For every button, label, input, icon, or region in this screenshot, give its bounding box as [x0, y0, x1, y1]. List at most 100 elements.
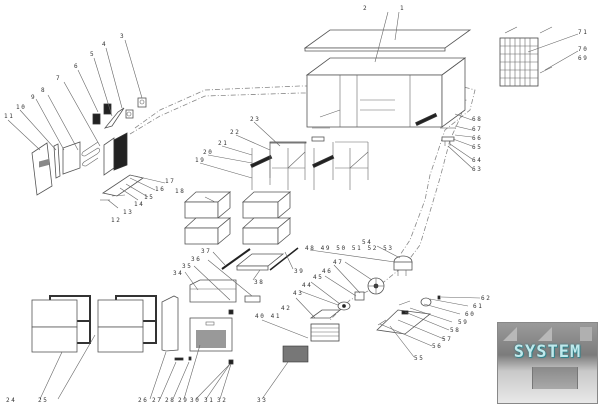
label-54: 54: [362, 239, 372, 246]
label-48-53: 48 49 50 51 52 53: [305, 245, 394, 252]
system-logo: SYSTEM: [497, 322, 598, 404]
label-45: 45: [313, 274, 323, 281]
label-67: 67: [472, 126, 482, 133]
basket: [183, 217, 232, 245]
basket: [241, 191, 292, 219]
label-66: 66: [472, 135, 482, 142]
label-4: 4: [102, 41, 107, 48]
label-21: 21: [218, 140, 228, 147]
label-25: 25: [38, 397, 48, 404]
basket: [183, 191, 232, 219]
logo-text: SYSTEM: [513, 342, 582, 362]
part-5-shroud: [103, 107, 125, 129]
label-62: 62: [481, 295, 491, 302]
label-18: 18: [175, 188, 185, 195]
label-69: 69: [578, 55, 588, 62]
label-59: 59: [458, 319, 468, 326]
label-31: 31: [204, 397, 214, 404]
label-46: 46: [322, 268, 332, 275]
part-8-heater: [81, 141, 101, 167]
label-16: 16: [155, 186, 165, 193]
label-43: 43: [293, 290, 303, 297]
label-23: 23: [250, 116, 260, 123]
part-18-drawer-baskets: [183, 191, 292, 245]
label-64: 64: [472, 157, 482, 164]
label-30: 30: [190, 397, 200, 404]
label-10: 10: [16, 104, 26, 111]
part-19-23-drawer-frames: [250, 127, 456, 190]
part-63-68-fittings: [311, 136, 455, 146]
label-61: 61: [473, 303, 483, 310]
part-34-35-cover: [189, 279, 237, 303]
part-38-tray: [235, 253, 285, 271]
part-3-fan-guard: [137, 97, 147, 108]
label-12: 12: [111, 217, 121, 224]
basket: [241, 217, 292, 245]
part-12-17-drip-tray: [100, 174, 144, 201]
part-1-top-lid: [303, 29, 472, 52]
label-3: 3: [120, 33, 125, 40]
part-46-fan-motor: [354, 291, 365, 301]
part-44-fan: [337, 301, 351, 311]
part-10-panel: [53, 143, 61, 179]
label-71: 71: [578, 29, 588, 36]
label-13: 13: [123, 209, 133, 216]
label-34: 34: [173, 270, 183, 277]
logo-triangle-shape: [538, 327, 552, 341]
label-29: 29: [178, 397, 188, 404]
label-11: 11: [4, 113, 14, 120]
part-24-25-drawer-fronts: [31, 295, 157, 353]
label-65: 65: [472, 144, 482, 151]
label-58: 58: [450, 327, 460, 334]
label-14: 14: [134, 201, 144, 208]
part-71-condenser-coil: [499, 37, 539, 87]
part-11-front-panel: [31, 142, 53, 196]
label-1: 1: [400, 5, 405, 12]
label-36: 36: [191, 256, 201, 263]
label-37: 37: [201, 248, 211, 255]
label-68: 68: [472, 116, 482, 123]
logo-notch-shape: [532, 367, 578, 389]
part-4-fan-motor: [125, 109, 134, 119]
part-42-43-condenser: [309, 309, 342, 342]
part-69-70-screws: [504, 26, 553, 74]
label-7: 7: [56, 75, 61, 82]
label-5: 5: [90, 51, 95, 58]
part-39-rail: [269, 247, 299, 271]
label-39: 39: [294, 268, 304, 275]
label-22: 22: [230, 129, 240, 136]
label-8: 8: [41, 87, 46, 94]
label-55: 55: [414, 355, 424, 362]
leader-lines: [7, 11, 579, 400]
label-20: 20: [203, 149, 213, 156]
part-29-louvre-panel: [189, 317, 233, 352]
part-54-compressor: [393, 255, 413, 276]
label-38: 38: [254, 279, 264, 286]
label-57: 57: [442, 336, 452, 343]
part-33-condenser-grille: [282, 345, 309, 363]
label-28: 28: [165, 397, 175, 404]
label-19: 19: [195, 157, 205, 164]
part-27-28-small-parts: [174, 356, 192, 361]
label-27: 27: [152, 397, 162, 404]
label-26: 26: [138, 397, 148, 404]
label-70: 70: [578, 46, 588, 53]
logo-triangle-shape: [503, 327, 517, 341]
part-6-fan-blade: [92, 103, 112, 125]
label-44: 44: [302, 282, 312, 289]
label-40-41: 40 41: [255, 313, 281, 320]
part-56-62-electrical: [377, 295, 441, 326]
logo-square-shape: [580, 327, 592, 341]
label-24: 24: [6, 397, 16, 404]
label-33: 33: [257, 397, 267, 404]
label-9: 9: [31, 94, 36, 101]
part-7-evaporator: [103, 132, 128, 176]
part-26-side-panel: [161, 295, 179, 352]
label-17: 17: [165, 178, 175, 185]
label-47: 47: [333, 259, 343, 266]
label-6: 6: [74, 63, 79, 70]
label-60: 60: [465, 311, 475, 318]
label-32: 32: [217, 397, 227, 404]
label-42: 42: [281, 305, 291, 312]
